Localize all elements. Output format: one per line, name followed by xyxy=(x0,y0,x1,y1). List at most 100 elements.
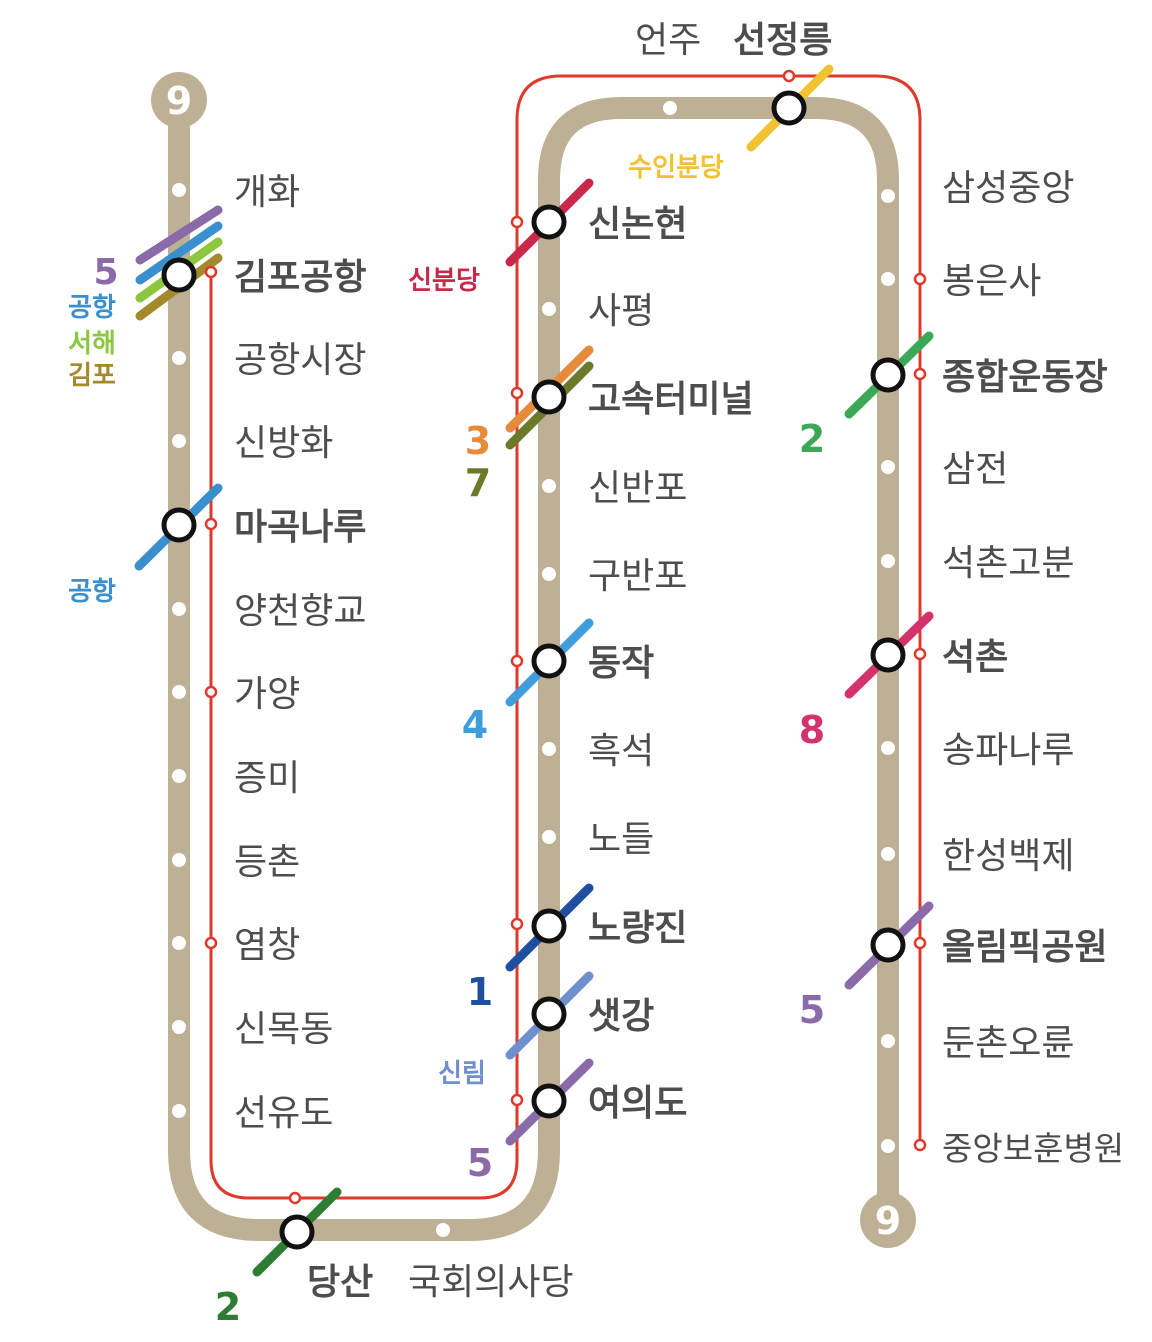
station-label-seokchon: 석촌 xyxy=(942,637,1008,678)
station-label-yeomchang: 염창 xyxy=(234,925,300,966)
station-label-sinbanghwa: 신방화 xyxy=(234,423,333,464)
station-marker-national-assembly[interactable] xyxy=(432,1219,454,1241)
station-marker-olympic-park[interactable] xyxy=(870,927,906,963)
station-marker-hanseong-baekje[interactable] xyxy=(877,843,899,865)
station-markers xyxy=(161,90,906,1250)
station-marker-sapyeong[interactable] xyxy=(538,298,560,320)
route-badge-start: 9 xyxy=(151,72,207,128)
route-badge-end: 9 xyxy=(860,1192,916,1248)
station-marker-sinbanpo[interactable] xyxy=(538,475,560,497)
station-label-national-assembly: 국회의사당 xyxy=(408,1262,574,1303)
express-stop xyxy=(204,517,218,531)
station-label-heukseok: 흑석 xyxy=(588,731,654,772)
station-marker-noryangjin[interactable] xyxy=(531,908,567,944)
gimpo-airport-stub xyxy=(135,221,223,285)
route-badge-circle xyxy=(860,1192,916,1248)
express-stop xyxy=(913,647,927,661)
transfer-label-gimpo-gimpo: 김포 xyxy=(68,361,116,391)
station-marker-yangcheon-hyanggyo[interactable] xyxy=(168,598,190,620)
station-marker-songpanaru[interactable] xyxy=(877,737,899,759)
express-stop xyxy=(204,265,218,279)
express-stop xyxy=(913,936,927,950)
transfer-label-seonjeongneung-suin: 수인분당 xyxy=(628,153,724,183)
station-marker-gaehwa[interactable] xyxy=(168,179,190,201)
station-marker-seokchon[interactable] xyxy=(870,637,906,673)
station-marker-heukseok[interactable] xyxy=(538,738,560,760)
transfer-label-saetgang-sillim: 신림 xyxy=(438,1059,486,1089)
line9-track xyxy=(168,89,899,1241)
station-marker-gimpo-airport[interactable] xyxy=(161,257,197,293)
station-marker-dunchon-oryun[interactable] xyxy=(877,1030,899,1052)
station-marker-gayang[interactable] xyxy=(168,681,190,703)
station-marker-deungchon[interactable] xyxy=(168,849,190,871)
station-marker-vhs-medical-center[interactable] xyxy=(877,1135,899,1157)
station-marker-bongeunsa[interactable] xyxy=(877,268,899,290)
station-label-sinmokdong: 신목동 xyxy=(234,1009,333,1050)
station-label-samseong-jungang: 삼성중앙 xyxy=(942,168,1074,209)
station-marker-airport-market[interactable] xyxy=(168,347,190,369)
station-marker-yeouido[interactable] xyxy=(531,1083,567,1119)
station-label-airport-market: 공항시장 xyxy=(234,340,366,381)
station-marker-express-bus-terminal[interactable] xyxy=(531,379,567,415)
transfer-label-yeouido-5: 5 xyxy=(467,1141,493,1185)
station-marker-jeungmi[interactable] xyxy=(168,765,190,787)
station-label-saetgang: 샛강 xyxy=(588,996,654,1037)
station-labels: 개화 김포공항 공항시장 신방화 마곡나루 양천향교 가양 증미 등촌 염창 신… xyxy=(234,20,1124,1303)
station-marker-gubanpo[interactable] xyxy=(538,563,560,585)
station-marker-dangsan[interactable] xyxy=(279,1214,315,1250)
station-label-jeungmi: 증미 xyxy=(234,758,300,799)
station-marker-eonju[interactable] xyxy=(659,97,681,119)
express-stop xyxy=(913,367,927,381)
station-label-hanseong-baekje: 한성백제 xyxy=(942,836,1074,877)
station-marker-seonjeongneung[interactable] xyxy=(771,90,807,126)
station-marker-magongnaru[interactable] xyxy=(161,507,197,543)
transfer-label-sports-2: 2 xyxy=(799,417,825,461)
station-marker-nodeul[interactable] xyxy=(538,826,560,848)
station-label-songpanaru: 송파나루 xyxy=(942,730,1074,771)
station-label-dunchon-oryun: 둔촌오륜 xyxy=(942,1023,1074,1064)
route-badge-number: 9 xyxy=(166,79,192,123)
station-label-seonjeongneung: 선정릉 xyxy=(733,20,832,61)
station-marker-dongjak[interactable] xyxy=(531,643,567,679)
station-marker-sinbanghwa[interactable] xyxy=(168,430,190,452)
express-stop xyxy=(204,685,218,699)
transfer-labels: 5 공항 서해 김포 공항 2 5 신림 1 4 3 7 신분당 수인분당 2 … xyxy=(68,153,825,1329)
gimpo-line5-stub xyxy=(135,205,223,265)
station-marker-sinmokdong[interactable] xyxy=(168,1016,190,1038)
station-marker-samjeon[interactable] xyxy=(877,456,899,478)
station-label-yangcheon-hyanggyo: 양천향교 xyxy=(234,591,366,632)
station-label-gayang: 가양 xyxy=(234,674,300,715)
station-marker-saetgang[interactable] xyxy=(531,996,567,1032)
express-stop xyxy=(913,272,927,286)
express-stop xyxy=(510,917,524,931)
route-badge-number: 9 xyxy=(875,1199,901,1243)
station-marker-sports-complex[interactable] xyxy=(870,357,906,393)
express-stop xyxy=(288,1191,302,1205)
station-label-gubanpo: 구반포 xyxy=(588,556,687,597)
transfer-label-noryangjin-1: 1 xyxy=(467,970,493,1014)
station-label-yeouido: 여의도 xyxy=(588,1083,687,1124)
express-stop xyxy=(510,654,524,668)
station-label-seokchon-gobun: 석촌고분 xyxy=(942,543,1074,584)
transfer-label-gimpo-seohae: 서해 xyxy=(68,329,116,359)
express-stop xyxy=(510,1093,524,1107)
station-label-magongnaru: 마곡나루 xyxy=(234,507,366,548)
express-stop xyxy=(510,215,524,229)
station-label-sinnonhyeon: 신논현 xyxy=(588,204,687,245)
station-marker-yeomchang[interactable] xyxy=(168,932,190,954)
station-label-nodeul: 노들 xyxy=(588,819,654,860)
station-label-eonju: 언주 xyxy=(635,20,701,61)
station-label-gaehwa: 개화 xyxy=(234,172,300,213)
station-label-gimpo-airport: 김포공항 xyxy=(234,257,366,298)
station-label-dongjak: 동작 xyxy=(588,643,654,684)
station-marker-seokchon-gobun[interactable] xyxy=(877,550,899,572)
transfer-label-gimpo-5: 5 xyxy=(93,252,118,293)
station-marker-seonyudo[interactable] xyxy=(168,1100,190,1122)
transfer-label-gimpo-airport: 공항 xyxy=(68,293,116,323)
station-label-sinbanpo: 신반포 xyxy=(588,468,687,509)
station-marker-sinnonhyeon[interactable] xyxy=(531,204,567,240)
station-label-sapyeong: 사평 xyxy=(588,291,654,332)
station-marker-samseong-jungang[interactable] xyxy=(877,185,899,207)
transfer-label-terminal-3: 3 xyxy=(465,419,491,463)
express-stop xyxy=(204,936,218,950)
